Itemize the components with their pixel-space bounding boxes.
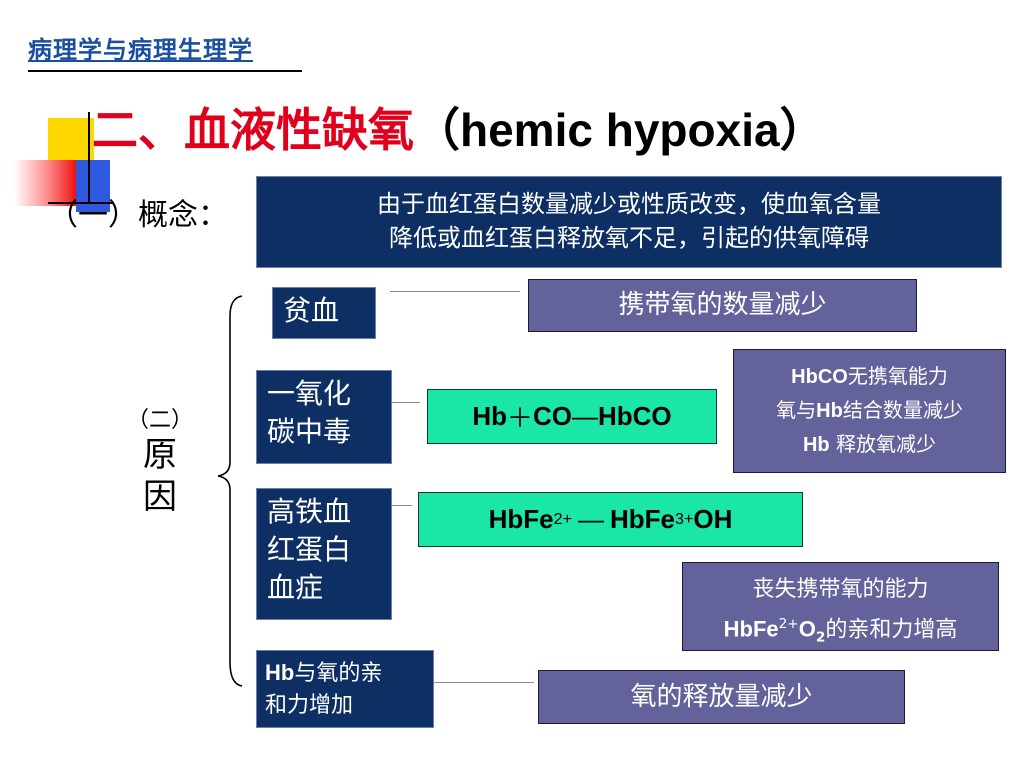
result-fe: 丧失携带氧的能力 HbFe2+O2的亲和力增高	[682, 562, 999, 651]
title-chinese: 二、血液性缺氧	[92, 103, 414, 157]
cause-affinity-line-1: Hb与氧的亲	[265, 657, 425, 690]
connector-fe	[392, 505, 412, 506]
connector-co	[392, 402, 420, 403]
result-co-l2-pre: 氧与	[776, 398, 817, 422]
yellow-square	[48, 118, 94, 164]
cause-co-line-1: 一氧化	[267, 377, 352, 410]
title-english: （hemic hypoxia）	[414, 104, 826, 156]
decorative-squares	[14, 112, 114, 218]
result-anemia: 携带氧的数量减少	[528, 279, 917, 332]
cause-affinity-rest: 与氧的亲	[294, 661, 383, 686]
curly-brace	[217, 295, 243, 687]
result-co-line-3: Hb 释放氧减少	[734, 428, 1005, 462]
result-affinity-text: 氧的释放量减少	[630, 682, 813, 712]
result-co-l2-rest: 结合数量减少	[842, 398, 963, 422]
header-rule	[28, 70, 302, 72]
cause-affinity-hb: Hb	[265, 660, 295, 685]
formula-co-hb: Hb	[472, 401, 507, 431]
cause-methemoglobinemia: 高铁血 红蛋白 血症	[256, 488, 392, 620]
result-fe-o: O	[798, 616, 816, 642]
result-fe-line-1: 丧失携带氧的能力	[752, 577, 929, 602]
formula-co: Hb＋CO—HbCO	[427, 389, 717, 444]
concept-label: （一）概念：	[48, 198, 228, 233]
cause-co-poisoning: 一氧化 碳中毒	[256, 370, 392, 464]
result-co-line-1: HbCO无携氧能力	[734, 360, 1005, 394]
formula-fe-hbfe2: HbFe	[488, 504, 554, 534]
cause-char-1: 原	[143, 435, 177, 475]
result-fe-rest: 的亲和力增高	[825, 617, 958, 643]
cause-anemia-label: 贫血	[283, 294, 340, 327]
horizontal-rule	[48, 202, 114, 204]
connector-anemia	[390, 291, 520, 292]
vertical-rule	[88, 112, 90, 204]
formula-fe-oh: OH	[693, 504, 733, 534]
cause-co-line-2: 碳中毒	[267, 415, 352, 448]
result-co-l1-rest: 无携氧能力	[847, 364, 948, 388]
formula-co-dash: —	[572, 401, 598, 431]
page-title: 二、血液性缺氧（hemic hypoxia）	[92, 94, 826, 160]
cause-number: （二）	[126, 408, 193, 433]
connector-affinity	[434, 682, 534, 683]
formula-co-co: CO	[533, 401, 572, 431]
formula-fe-sup1: 2+	[553, 510, 572, 528]
formula-fe-sup2: 3+	[675, 510, 694, 528]
result-co: HbCO无携氧能力 氧与Hb结合数量减少 Hb 释放氧减少	[733, 349, 1006, 473]
result-fe-sub: 2	[815, 629, 826, 646]
cause-anemia: 贫血	[272, 287, 376, 339]
result-fe-hbfe: HbFe	[723, 616, 779, 642]
cause-affinity-line-2: 和力增加	[265, 693, 354, 718]
header-title: 病理学与病理生理学	[28, 36, 253, 64]
formula-co-plus: ＋	[506, 403, 533, 433]
result-fe-sup: 2+	[778, 616, 799, 632]
result-co-line-2: 氧与Hb结合数量减少	[734, 394, 1005, 428]
cause-section-label: （二） 原 因	[120, 402, 200, 518]
cause-fe-line-1: 高铁血	[267, 495, 352, 528]
result-affinity: 氧的释放量减少	[538, 670, 905, 724]
result-fe-line-2: HbFe2+O2的亲和力增高	[683, 607, 998, 655]
cause-fe-line-2: 红蛋白	[267, 533, 352, 566]
formula-co-hbco: HbCO	[598, 401, 672, 431]
formula-fe-dash: —	[578, 504, 604, 534]
definition-box: 由于血红蛋白数量减少或性质改变，使血氧含量 降低或血红蛋白释放氧不足，引起的供氧…	[256, 176, 1002, 268]
result-co-hb: Hb	[816, 400, 843, 422]
result-co-l3-rest: 释放氧减少	[829, 432, 937, 456]
cause-affinity: Hb与氧的亲 和力增加	[256, 650, 434, 728]
result-co-hbco: HbCO	[791, 366, 848, 388]
formula-fe-hbfe3: HbFe	[610, 504, 675, 534]
result-anemia-text: 携带氧的数量减少	[618, 290, 827, 320]
cause-char-2: 因	[143, 477, 177, 517]
definition-line-2: 降低或血红蛋白释放氧不足，引起的供氧障碍	[389, 224, 869, 252]
cause-fe-line-3: 血症	[267, 571, 324, 604]
red-gradient-square	[14, 160, 76, 206]
result-co-hb-2: Hb	[802, 434, 830, 456]
definition-line-1: 由于血红蛋白数量减少或性质改变，使血氧含量	[377, 190, 881, 218]
